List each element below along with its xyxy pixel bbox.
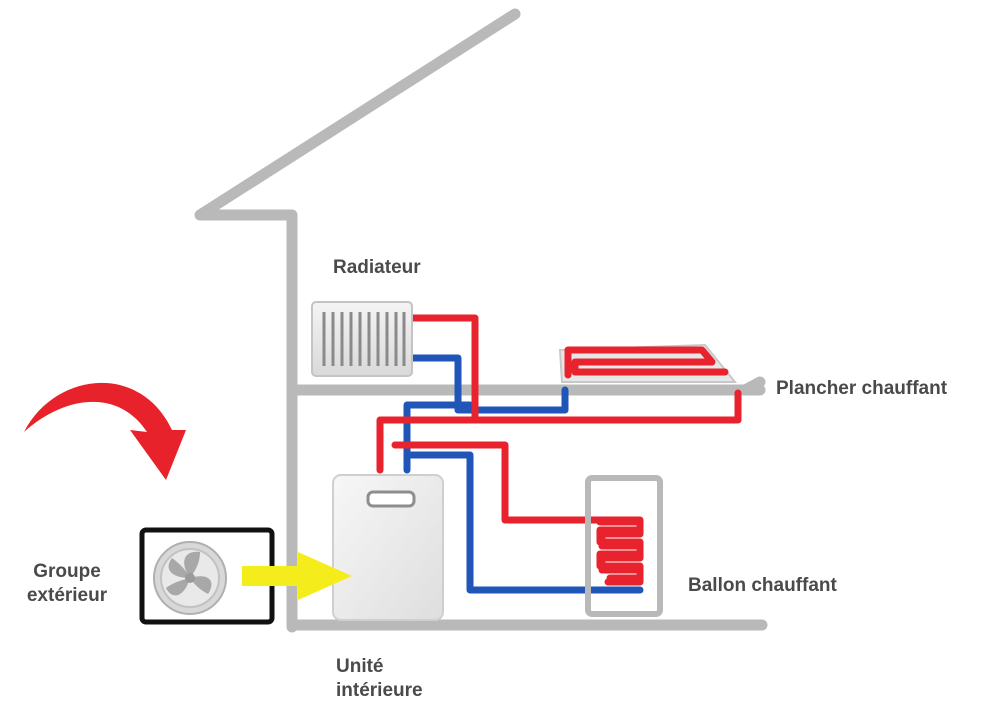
label-outdoor-unit-line2: extérieur bbox=[26, 585, 108, 606]
house-structure bbox=[194, 8, 768, 633]
label-outdoor-unit-line1: Groupe bbox=[33, 561, 101, 582]
label-outdoor-unit: Groupe extérieur bbox=[4, 560, 130, 608]
label-floor-heating: Plancher chauffant bbox=[776, 378, 948, 399]
fan-icon bbox=[153, 541, 227, 615]
hot-pipes bbox=[376, 314, 742, 582]
upper-floor-slab-edge bbox=[724, 376, 766, 396]
roof-and-wall bbox=[194, 8, 521, 633]
indoor-unit bbox=[332, 474, 444, 621]
radiator bbox=[311, 301, 413, 377]
label-radiator: Radiateur bbox=[333, 257, 421, 278]
label-indoor-unit: Unité intérieure bbox=[336, 655, 423, 703]
tank-coil bbox=[596, 518, 644, 586]
label-indoor-unit-line1: Unité bbox=[336, 656, 384, 677]
label-water-tank: Ballon chauffant bbox=[688, 575, 837, 596]
water-tank bbox=[585, 475, 663, 617]
label-indoor-unit-line2: intérieure bbox=[336, 680, 423, 701]
curved-arrow-icon bbox=[24, 382, 186, 480]
right-arrow-icon bbox=[242, 552, 352, 600]
